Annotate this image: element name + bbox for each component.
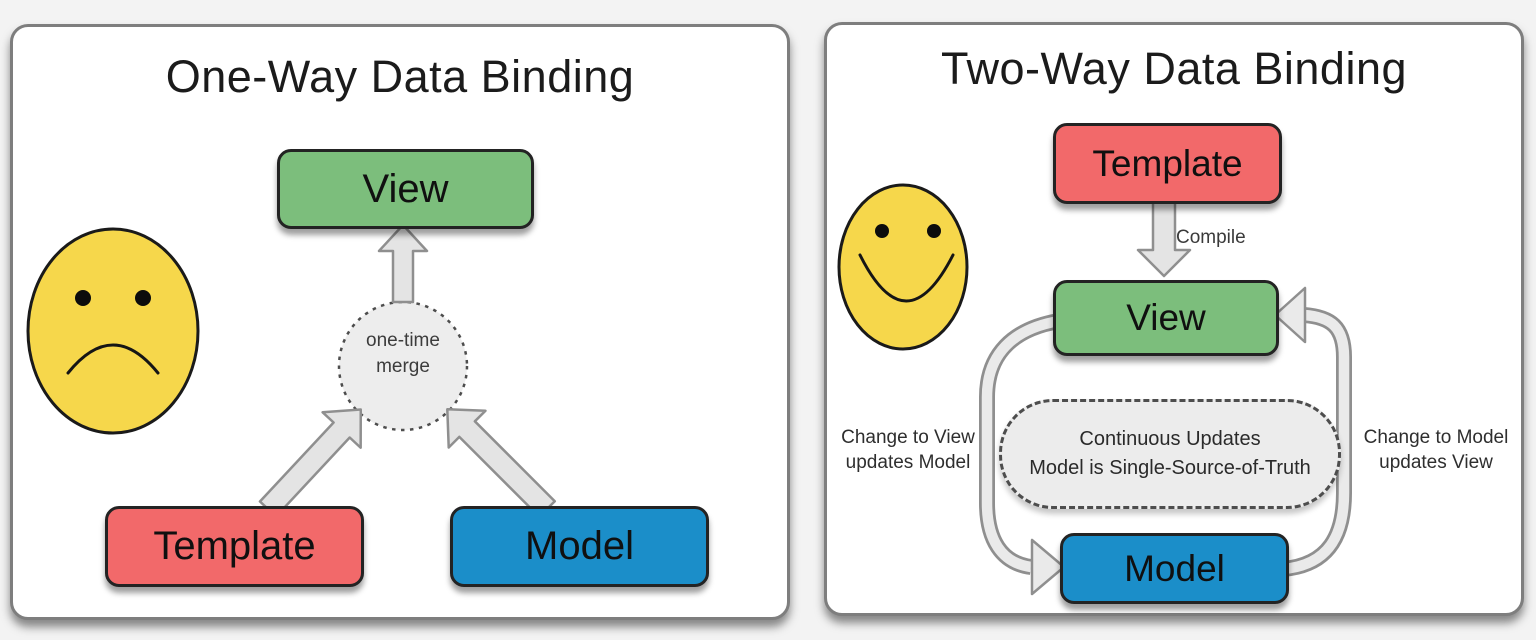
view-to-model-loop-arrow: [979, 313, 1066, 596]
continuous-updates-box: Continuous Updates Model is Single-Sourc…: [999, 399, 1341, 509]
two-way-template-label: Template: [1092, 142, 1243, 184]
one-way-view-node: View: [277, 149, 534, 229]
merge-to-view-arrow: [377, 223, 429, 304]
sad-face-icon: [26, 227, 200, 435]
one-way-template-node: Template: [105, 506, 364, 587]
model-to-merge-arrow: [446, 408, 557, 519]
two-way-model-label: Model: [1124, 547, 1225, 589]
smiley-face-icon: [837, 183, 969, 351]
one-way-model-node: Model: [450, 506, 709, 587]
change-to-model-note: Change to Model updates View: [1363, 427, 1509, 473]
two-way-binding-panel: Two-Way Data Binding Template Compile Vi…: [824, 22, 1524, 616]
two-way-template-node: Template: [1053, 123, 1282, 204]
continuous-updates-line2: Model is Single-Source-of-Truth: [1029, 457, 1311, 479]
one-way-binding-panel: One-Way Data Binding View one-time merge…: [10, 24, 790, 620]
one-way-title: One-Way Data Binding: [165, 51, 635, 102]
one-time-merge-circle: [337, 300, 469, 432]
one-way-view-label: View: [362, 166, 449, 211]
compile-label: Compile: [1176, 227, 1246, 248]
one-way-diagram-graphics: [26, 223, 557, 519]
two-way-diagram-graphics: [837, 183, 1352, 596]
one-way-template-label: Template: [153, 524, 316, 568]
change-to-view-note: Change to View updates Model: [841, 427, 975, 473]
model-to-view-loop-arrow: [1273, 286, 1352, 577]
one-way-model-label: Model: [525, 524, 634, 568]
one-time-merge-label: one-time merge: [366, 330, 440, 377]
template-to-merge-arrow: [258, 408, 363, 518]
compile-arrow: [1136, 193, 1192, 278]
two-way-view-node: View: [1053, 280, 1279, 356]
two-way-model-node: Model: [1060, 533, 1289, 604]
two-way-view-label: View: [1126, 297, 1206, 338]
two-way-title: Two-Way Data Binding: [940, 43, 1408, 94]
continuous-updates-line1: Continuous Updates: [1079, 428, 1261, 450]
